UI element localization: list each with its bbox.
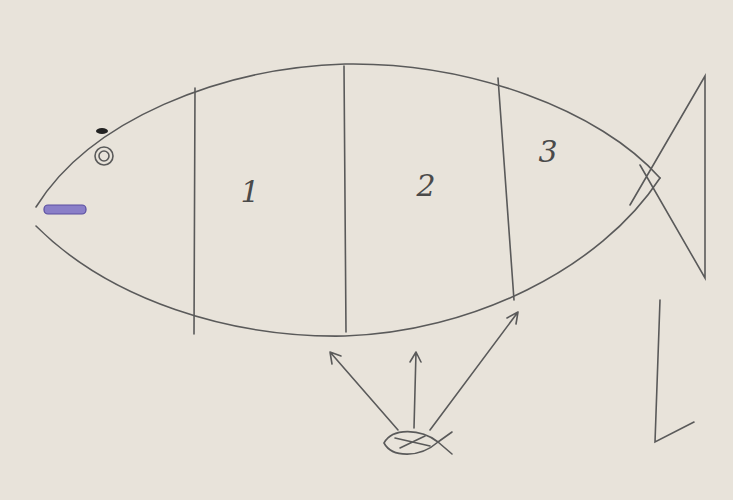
label-holder: 1: [240, 177, 259, 207]
section-number: 2: [416, 171, 435, 201]
eye-mark: [96, 128, 108, 134]
arrow: [330, 352, 398, 430]
small-fish: [384, 432, 438, 455]
arrow: [410, 352, 421, 428]
fish-eye: [95, 147, 113, 165]
fish-mouth: [44, 205, 86, 214]
fish-body: [36, 178, 660, 336]
arrow: [430, 312, 518, 430]
section-number: 1: [240, 177, 259, 207]
section-line: [194, 88, 195, 334]
fish-tail: [630, 76, 705, 278]
section-line: [344, 66, 346, 332]
small-fish: [395, 436, 430, 448]
section-line: [498, 78, 514, 300]
check-mark: [655, 300, 694, 442]
fish-body: [36, 64, 660, 207]
small-fish: [438, 432, 452, 454]
section-number: 3: [538, 137, 557, 167]
label-holder: 2: [416, 171, 435, 201]
label-holder: 3: [538, 137, 557, 167]
